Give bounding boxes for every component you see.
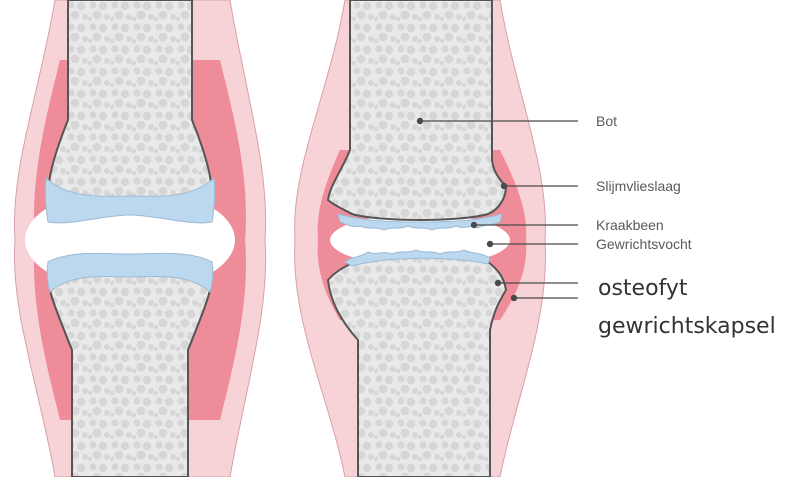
label-gewrichtsvocht: Gewrichtsvocht [596, 236, 692, 252]
arthritic-joint [295, 0, 546, 477]
label-gewrichtskapsel: gewrichtskapsel [598, 314, 776, 339]
label-osteofyt: osteofyt [598, 276, 688, 301]
label-bot: Bot [596, 113, 617, 129]
label-kraakbeen: Kraakbeen [596, 217, 664, 233]
healthy-upper-bone [48, 0, 212, 206]
healthy-joint [14, 0, 265, 477]
healthy-lower-bone [50, 274, 210, 477]
label-slijmvlieslaag: Slijmvlieslaag [596, 178, 681, 194]
arthritic-upper-bone [328, 0, 506, 220]
